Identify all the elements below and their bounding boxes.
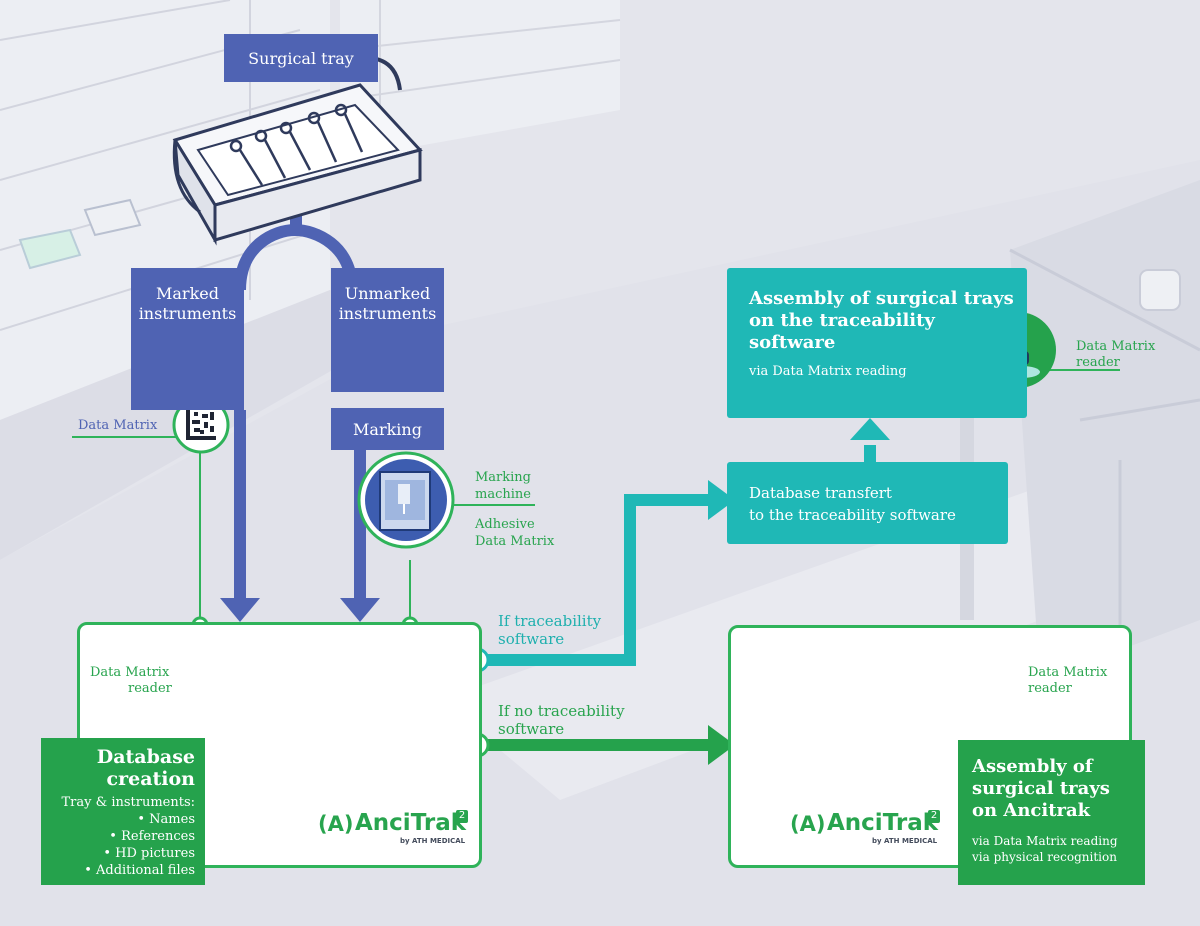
- database-creation-line1: Database: [96, 746, 195, 768]
- assembly-software-box: Assembly of surgical trays on the tracea…: [727, 268, 1027, 418]
- logo-name: AnciTrak: [355, 810, 467, 836]
- assembly-ancitrak-box: Assembly of surgical trays on Ancitrak v…: [958, 740, 1145, 885]
- surgical-tray-title: Surgical tray: [248, 49, 354, 68]
- assembly-ancitrak-sub1: via Data Matrix reading: [972, 834, 1118, 848]
- branch-no-traceability-line2: software: [498, 720, 565, 738]
- branch-traceability-line1: If traceability: [498, 612, 602, 630]
- marking-box: Marking: [331, 408, 444, 450]
- no-traceability-arrow-icon: [708, 725, 735, 765]
- data-matrix-label: Data Matrix: [78, 418, 158, 433]
- unmarked-line2: instruments: [338, 304, 437, 323]
- logo-letter: (A): [790, 812, 826, 836]
- database-transfer-box: Database transfert to the traceability s…: [727, 462, 1008, 544]
- logo-edition-badge: 2: [928, 810, 940, 823]
- unmarked-instruments-box: Unmarked instruments: [331, 268, 444, 392]
- marking-arrow-icon: [340, 598, 380, 622]
- adhesive-line1: Adhesive: [475, 517, 535, 532]
- assembly-software-sub: via Data Matrix reading: [749, 364, 907, 379]
- reader-label-left-line1: Data Matrix: [90, 665, 170, 680]
- logo-by: by ATH MEDICAL: [400, 837, 466, 845]
- marking-machine-line1: Marking: [475, 470, 532, 485]
- data-matrix-code-icon: [186, 410, 216, 440]
- surgical-tray-icon: [172, 56, 423, 246]
- assembly-software-line2: on the traceability: [749, 310, 935, 331]
- assembly-software-line3: software: [749, 332, 836, 353]
- database-creation-item: • Additional files: [84, 863, 195, 878]
- ancitrak-logo: (A) AnciTrak 2 by ATH MEDICAL: [790, 810, 940, 850]
- marked-line2: instruments: [138, 304, 237, 323]
- assembly-ancitrak-line3: on Ancitrak: [972, 800, 1091, 821]
- database-transfer-line1: Database transfert: [749, 484, 892, 502]
- marked-line1: Marked: [156, 284, 219, 303]
- database-creation-line2: creation: [106, 768, 195, 790]
- marking-title: Marking: [353, 420, 422, 439]
- logo-letter: (A): [318, 812, 354, 836]
- database-transfer-line2: to the traceability software: [749, 506, 956, 524]
- adhesive-line2: Data Matrix: [475, 534, 555, 549]
- database-creation-item: • References: [109, 829, 195, 844]
- ancitrak-logo: (A) AnciTrak 2 by ATH MEDICAL: [318, 810, 468, 850]
- unmarked-line1: Unmarked: [344, 284, 431, 303]
- reader-label-top-line2: reader: [1076, 355, 1120, 370]
- branch-no-traceability-line1: If no traceability: [498, 702, 625, 720]
- database-creation-intro: Tray & instruments:: [61, 795, 196, 810]
- database-creation-item: • Names: [137, 812, 195, 827]
- surgical-tray-box: Surgical tray: [224, 34, 378, 82]
- marked-arrow-icon: [220, 598, 260, 622]
- traceability-connector: [488, 494, 712, 666]
- reader-label-top-line1: Data Matrix: [1076, 339, 1156, 354]
- reader-label-right-line2: reader: [1028, 681, 1072, 696]
- reader-label-left-line2: reader: [128, 681, 172, 696]
- logo-name: AnciTrak: [827, 810, 939, 836]
- assembly-ancitrak-line2: surgical trays: [972, 778, 1110, 799]
- branch-traceability-line2: software: [498, 630, 565, 648]
- logo-by: by ATH MEDICAL: [872, 837, 938, 845]
- assembly-ancitrak-line1: Assembly of: [972, 756, 1093, 777]
- marking-machine-icon: [379, 471, 431, 531]
- database-creation-item: • HD pictures: [103, 846, 195, 861]
- traceability-arrow-icon: [708, 480, 735, 520]
- transfer-up-arrow-icon: [850, 418, 890, 440]
- assembly-software-line1: Assembly of surgical trays: [749, 288, 1014, 309]
- assembly-ancitrak-sub2: via physical recognition: [972, 850, 1117, 864]
- marking-machine-line2: machine: [475, 487, 531, 502]
- marked-instruments-box: Marked instruments: [131, 268, 244, 410]
- database-creation-box: Database creation Tray & instruments: • …: [41, 738, 205, 885]
- reader-label-right-line1: Data Matrix: [1028, 665, 1108, 680]
- logo-edition-badge: 2: [456, 810, 468, 823]
